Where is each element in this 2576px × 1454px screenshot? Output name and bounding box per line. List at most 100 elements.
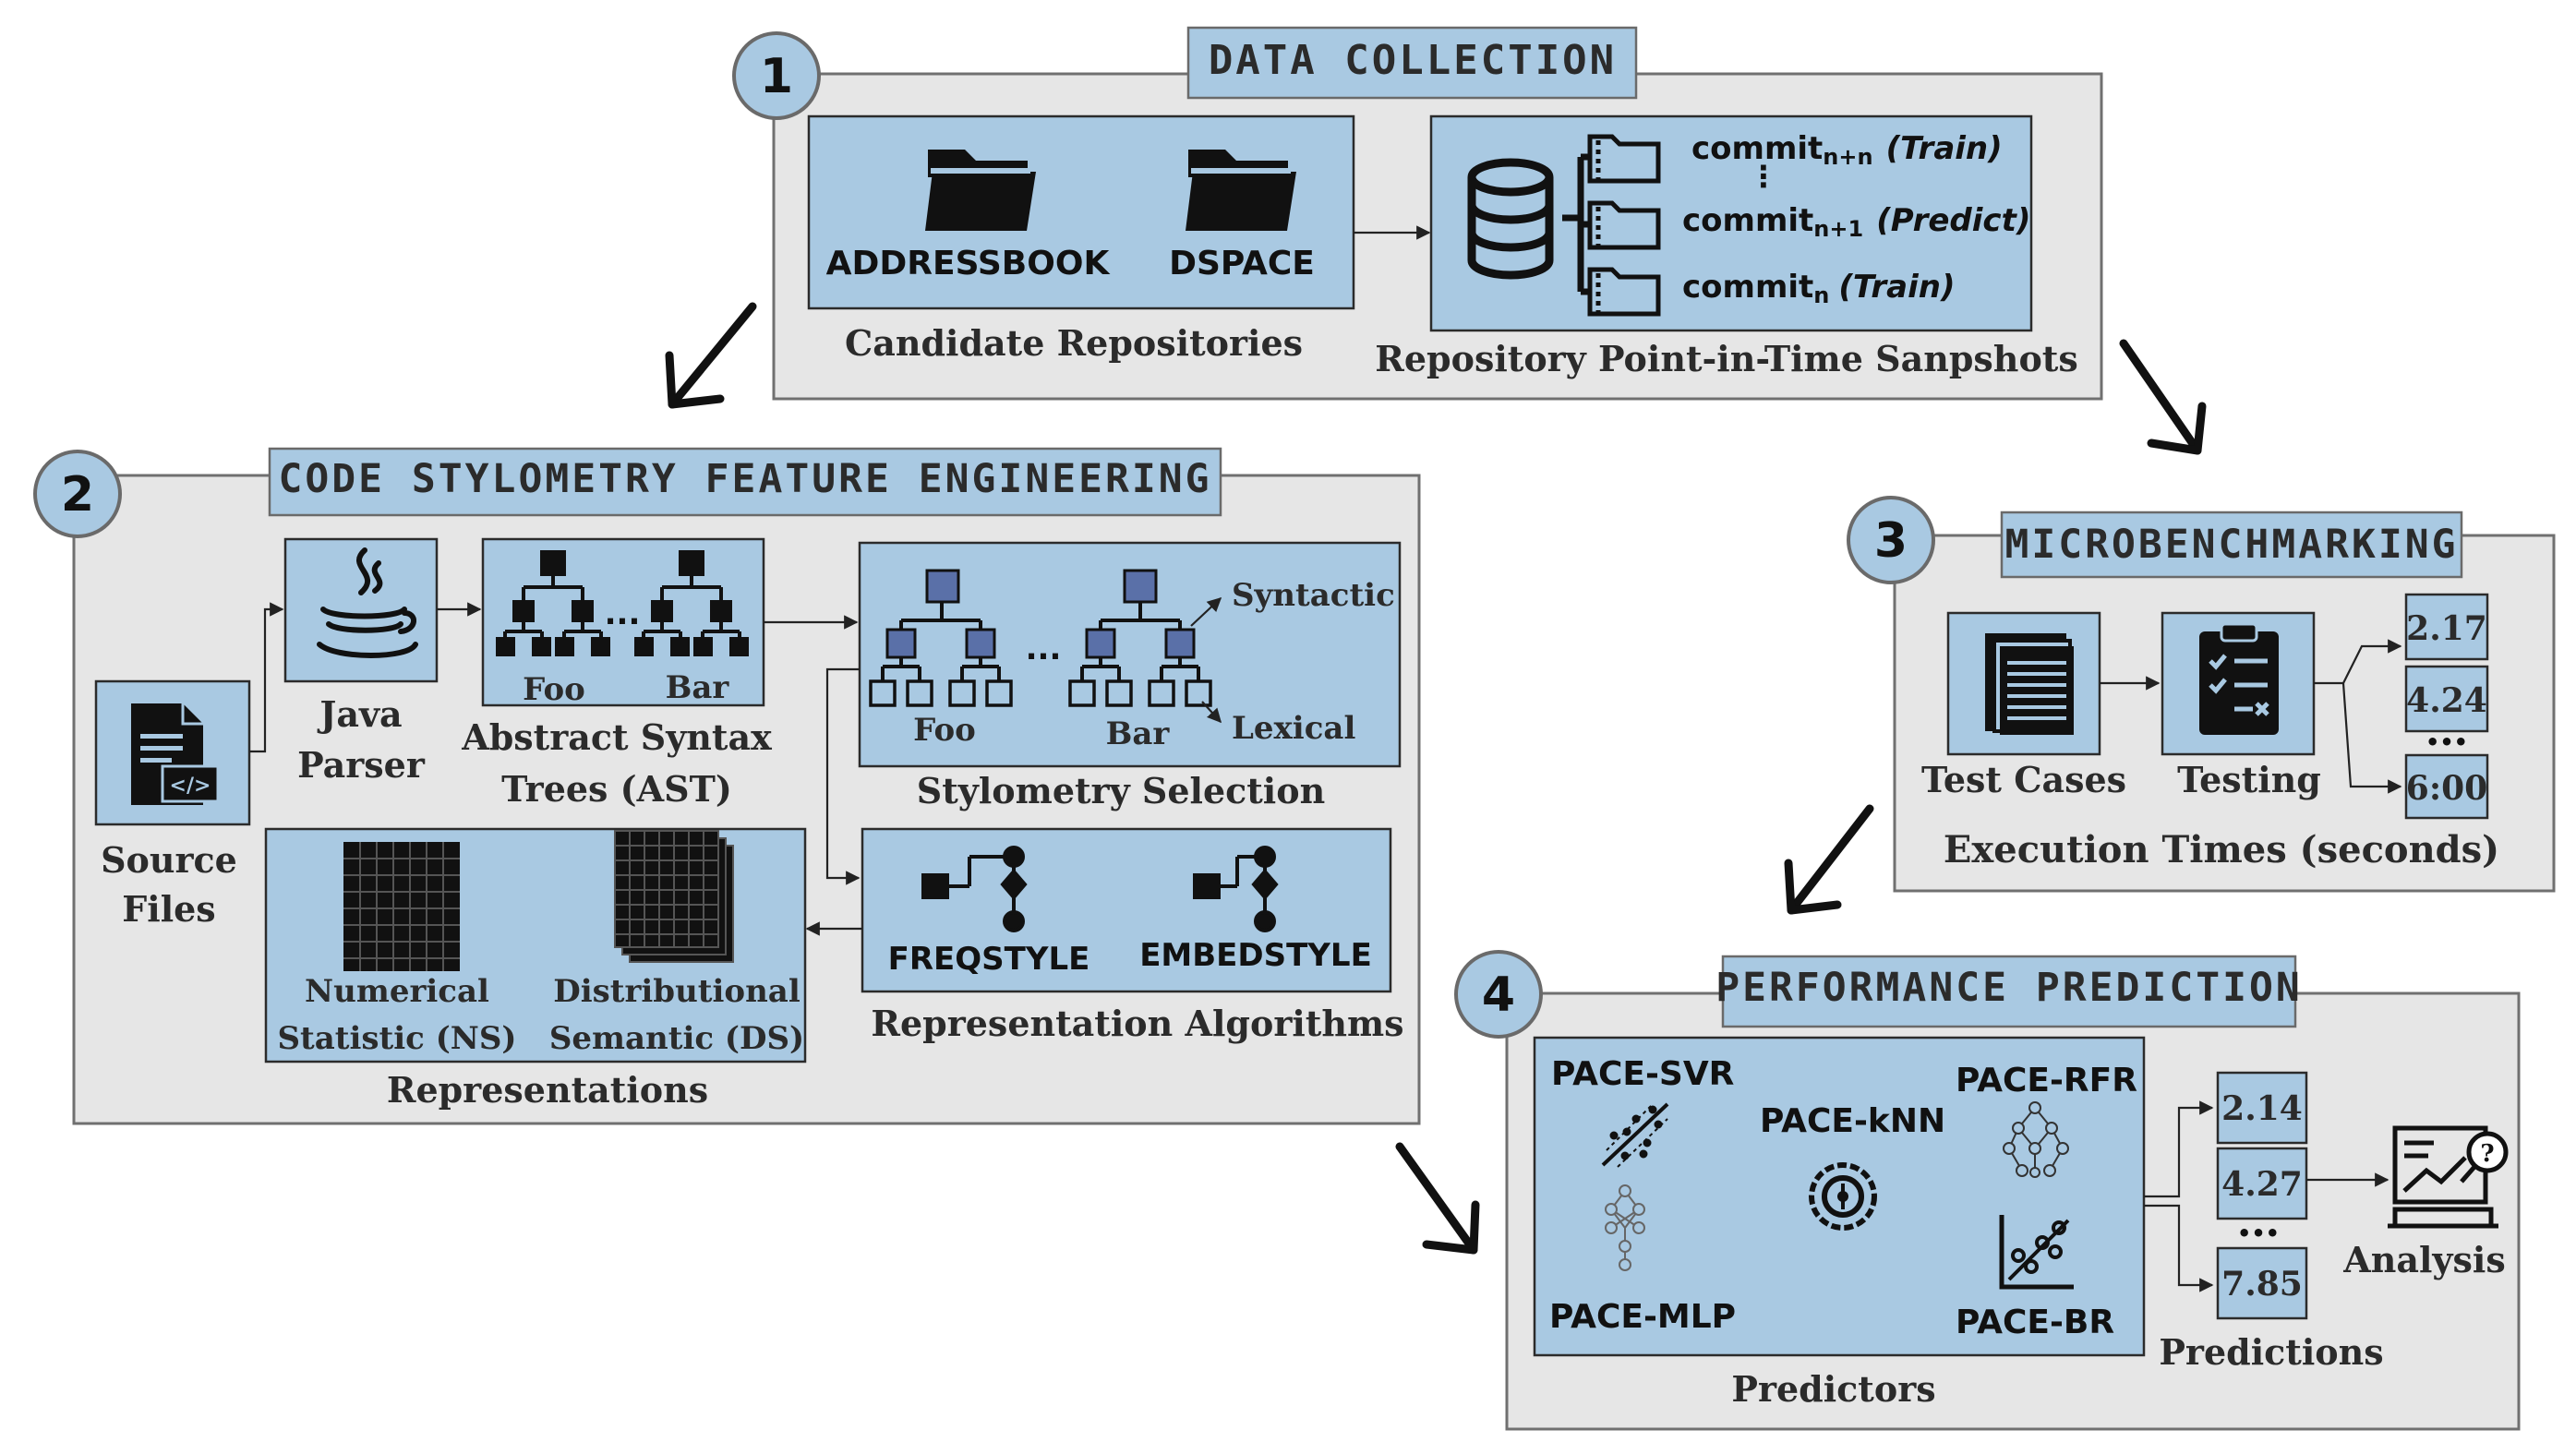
prediction-box-1 (2216, 1071, 2308, 1145)
algorithm-flow-icon (1193, 846, 1279, 932)
stage-performance-prediction: PERFORMANCE PREDICTION 4 PACE-SVR PACE-k… (1454, 950, 2521, 1431)
arrow-predictors-to-prediction-3 (2144, 1204, 2214, 1292)
selection-ellipsis: ... (1026, 631, 1062, 667)
algorithm-flow-icon (921, 846, 1028, 932)
flow-arrow-1-to-2 (665, 302, 757, 409)
title-code-stylometry: CODE STYLOMETRY FEATURE ENGINEERING (278, 456, 1211, 502)
arrow-testing-to-time-1 (2314, 639, 2402, 685)
stage-data-collection: DATA COLLECTION 1 ADDRESSBOOK DSPACE Can… (732, 26, 2103, 401)
ds-label-2: Semantic (DS) (549, 1020, 804, 1057)
selection-tree-foo-icon (869, 569, 1013, 707)
title-performance-prediction: PERFORMANCE PREDICTION (1715, 965, 2303, 1011)
ds-label-1: Distributional (553, 973, 800, 1010)
mlp-network-icon (1605, 1184, 1645, 1271)
repo-addressbook: ADDRESSBOOK (826, 245, 1111, 282)
svg-text:</>: </> (170, 774, 211, 798)
time-value-2: 4.24 (2406, 681, 2487, 720)
database-icon (1467, 158, 1554, 280)
commit-middle: commitn+1(Predict) (1682, 202, 2030, 242)
stage-microbenchmarking: MICROBENCHMARKING 3 Test Cases (1847, 496, 2556, 893)
title-tag-code-stylometry (268, 447, 1222, 517)
pace-rfr-label: PACE-RFR (1956, 1062, 2137, 1100)
prediction-value-3: 7.85 (2221, 1265, 2303, 1304)
time-value-1: 2.17 (2406, 609, 2487, 648)
commit-top: commitn+n(Train) (1691, 130, 2003, 170)
pace-knn-label: PACE-kNN (1760, 1102, 1945, 1140)
caption-predictions: Predictions (2159, 1331, 2383, 1373)
prediction-ellipsis: ••• (2237, 1220, 2280, 1246)
arrow-selection-to-algorithms (825, 667, 861, 885)
caption-execution-times: Execution Times (seconds) (1944, 828, 2499, 871)
embedstyle-label: EMBEDSTYLE (1139, 937, 1372, 974)
selection-foo-label: Foo (913, 712, 976, 749)
clipboard-icon (2199, 622, 2279, 735)
ast-bar-label: Bar (666, 669, 730, 706)
numerical-matrix-icon (343, 842, 460, 971)
folder-icon (925, 150, 1036, 231)
distributional-matrix-icon (614, 830, 734, 963)
knn-target-icon (1809, 1162, 1877, 1231)
time-box-1 (2404, 593, 2489, 661)
pace-svr-label: PACE-SVR (1551, 1055, 1734, 1093)
ast-foo-label: Foo (523, 671, 585, 708)
caption-representation-algorithms: Representation Algorithms (871, 1003, 1403, 1044)
ast-label-1: Abstract Syntax (461, 716, 772, 758)
title-tag-microbenchmarking (2000, 511, 2463, 579)
caption-snapshots: Repository Point-in-Time Sanpshots (1375, 338, 2077, 379)
caption-stylometry-selection: Stylometry Selection (917, 770, 1325, 811)
flow-arrow-3-to-4 (1784, 804, 1874, 915)
repo-dspace: DSPACE (1169, 245, 1315, 282)
title-tag-performance-prediction (1721, 955, 2297, 1028)
test-cases-icon (1985, 633, 2074, 735)
step-badge-2 (33, 450, 122, 538)
prediction-box-2 (2216, 1147, 2308, 1220)
rfr-tree-icon (2003, 1101, 2069, 1178)
arrow-testing-to-time-3 (2341, 682, 2402, 794)
step-number-3: 3 (1874, 513, 1908, 569)
title-data-collection: DATA COLLECTION (1209, 37, 1617, 84)
step-badge-1 (732, 31, 821, 120)
time-box-3 (2404, 753, 2489, 820)
freqstyle-label: FREQSTYLE (888, 941, 1090, 978)
arrow-lexical (1201, 701, 1222, 724)
prediction-box-3 (2216, 1246, 2308, 1320)
svg-text:?: ? (2480, 1140, 2494, 1168)
prediction-value-1: 2.14 (2221, 1089, 2303, 1128)
java-parser-label-1: Java (317, 693, 402, 735)
representation-algorithms-box (861, 827, 1392, 993)
source-files-label-2: Files (122, 888, 215, 930)
snapshots-box (1429, 114, 2033, 332)
flow-arrow-1-to-3 (2119, 339, 2207, 455)
time-value-3: 6:00 (2406, 769, 2487, 808)
flow-arrow-2-to-4 (1395, 1142, 1480, 1255)
pace-mlp-label: PACE-MLP (1549, 1298, 1736, 1336)
source-files-label-1: Source (101, 839, 237, 881)
selection-tree-bar-icon (1068, 569, 1212, 707)
ast-label-2: Trees (AST) (501, 768, 732, 810)
svr-scatter-icon (1601, 1102, 1669, 1168)
java-parser-label-2: Parser (297, 744, 426, 786)
step-badge-3 (1847, 496, 1935, 584)
java-icon (317, 547, 418, 658)
ast-tree-icon (634, 550, 749, 656)
label-syntactic: Syntactic (1232, 577, 1395, 614)
step-badge-4 (1454, 950, 1543, 1039)
source-code-file-icon: </> (131, 703, 220, 805)
prediction-value-2: 4.27 (2221, 1165, 2303, 1204)
arrow-predictors-to-prediction-1 (2144, 1100, 2214, 1198)
selection-bar-label: Bar (1106, 715, 1171, 752)
commit-bottom: commitn(Train) (1682, 269, 1955, 308)
ast-ellipsis: ... (605, 595, 641, 632)
ns-label-2: Statistic (NS) (277, 1020, 516, 1057)
folder-icon (1186, 150, 1296, 231)
folder-icon (1587, 134, 1661, 317)
testing-label: Testing (2177, 759, 2321, 800)
step-number-4: 4 (1482, 967, 1515, 1023)
pace-br-label: PACE-BR (1956, 1304, 2114, 1341)
stage-code-stylometry: CODE STYLOMETRY FEATURE ENGINEERING 2 </… (33, 447, 1421, 1125)
step-number-1: 1 (760, 49, 793, 104)
label-lexical: Lexical (1232, 710, 1355, 747)
ast-tree-icon (496, 550, 610, 656)
